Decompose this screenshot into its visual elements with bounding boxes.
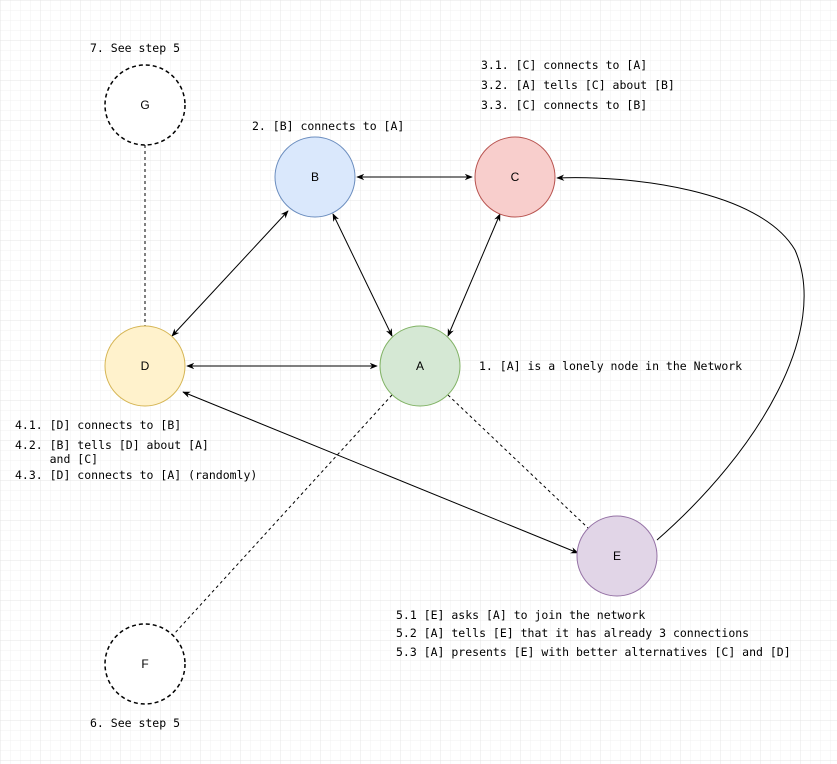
note-step4-2-cont: and [C] xyxy=(15,452,98,466)
note-step1: 1. [A] is a lonely node in the Network xyxy=(479,359,742,373)
note-step5-1: 5.1 [E] asks [A] to join the network xyxy=(396,608,645,622)
note-step4-3: 4.3. [D] connects to [A] (randomly) xyxy=(15,468,257,482)
node-e[interactable]: E xyxy=(576,515,658,597)
edge-b-d[interactable] xyxy=(171,210,289,337)
node-d-label: D xyxy=(141,359,150,373)
edge-e-c[interactable] xyxy=(556,174,805,541)
node-b-label: B xyxy=(311,170,319,184)
node-a-label: A xyxy=(416,359,424,373)
note-step2: 2. [B] connects to [A] xyxy=(252,119,404,133)
node-f[interactable]: F xyxy=(104,623,186,705)
note-step6: 6. See step 5 xyxy=(90,716,180,730)
note-step3-1: 3.1. [C] connects to [A] xyxy=(481,58,647,72)
node-g[interactable]: G xyxy=(104,64,186,146)
note-step4-1: 4.1. [D] connects to [B] xyxy=(15,418,181,432)
node-f-label: F xyxy=(141,657,148,671)
node-c-label: C xyxy=(511,170,520,184)
node-c[interactable]: C xyxy=(474,136,556,218)
note-step5-2: 5.2 [A] tells [E] that it has already 3 … xyxy=(396,626,749,640)
node-b[interactable]: B xyxy=(274,136,356,218)
note-step3-3: 3.3. [C] connects to [B] xyxy=(481,98,647,112)
note-step7: 7. See step 5 xyxy=(90,41,180,55)
node-g-label: G xyxy=(140,98,149,112)
note-step3-2: 3.2. [A] tells [C] about [B] xyxy=(481,78,675,92)
node-a[interactable]: A xyxy=(379,325,461,407)
note-step4-2: 4.2. [B] tells [D] about [A] xyxy=(15,438,209,452)
node-d[interactable]: D xyxy=(104,325,186,407)
edge-d-e[interactable] xyxy=(182,391,579,554)
node-e-label: E xyxy=(613,549,621,563)
edge-b-a[interactable] xyxy=(332,213,393,337)
edge-c-a[interactable] xyxy=(447,213,501,337)
note-step5-3: 5.3 [A] presents [E] with better alterna… xyxy=(396,645,791,659)
